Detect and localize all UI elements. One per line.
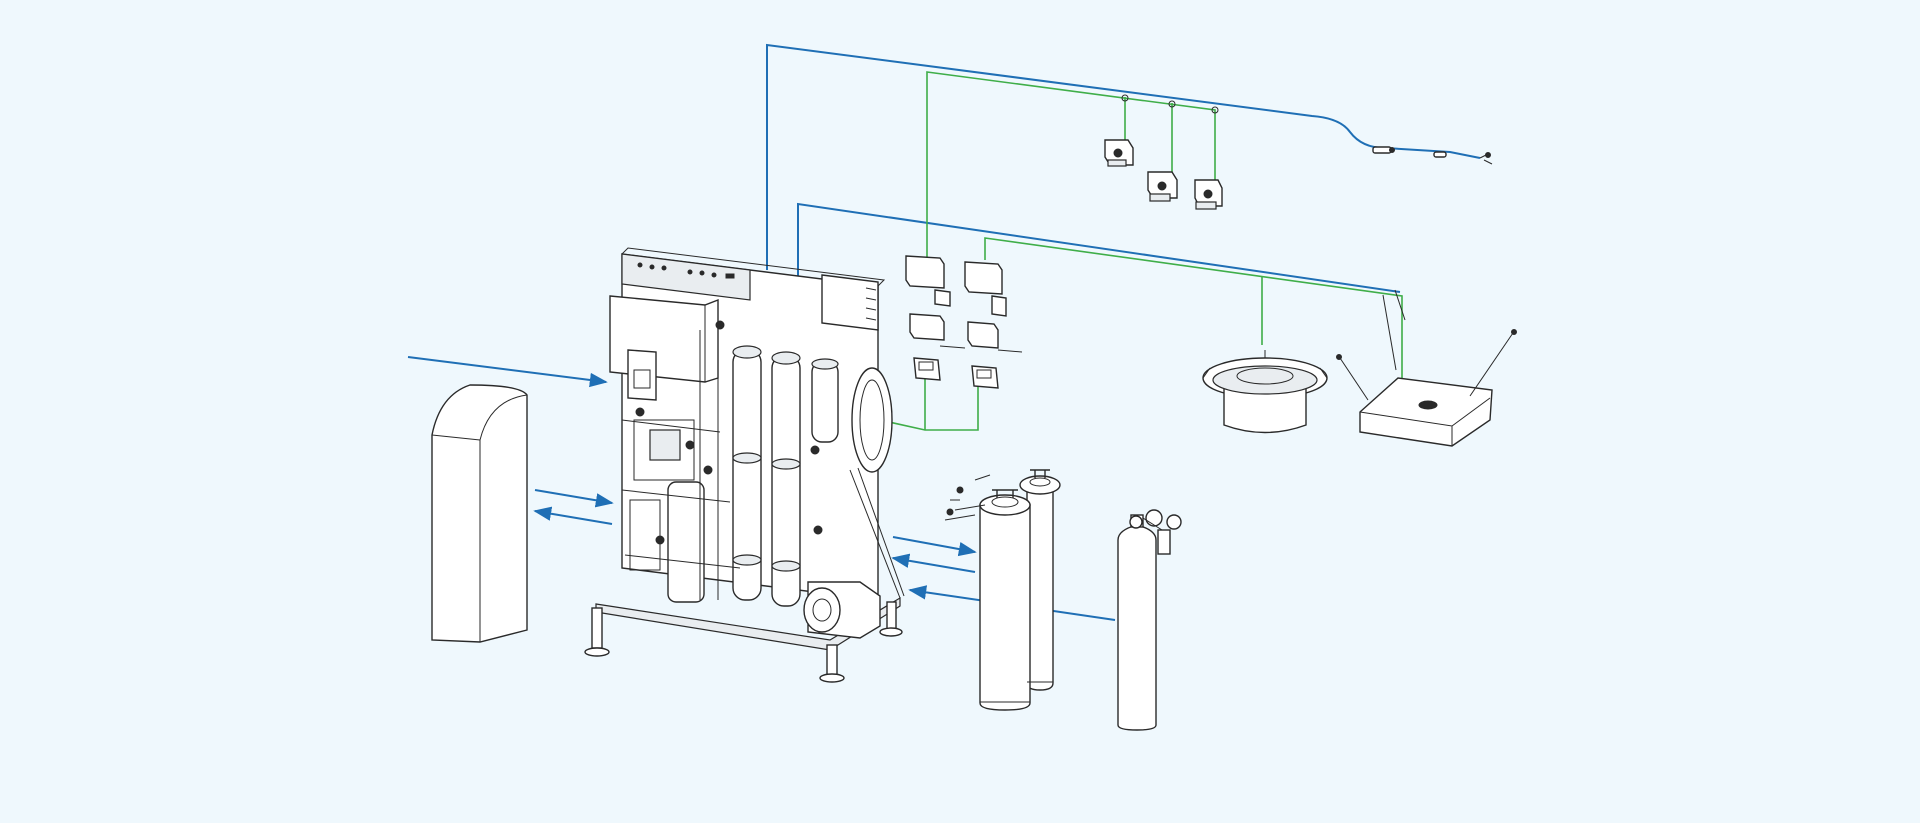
skid-piping <box>621 320 823 603</box>
controller-modules <box>905 255 1023 389</box>
flow-arrow-co2-out <box>892 536 977 557</box>
flow-arrow-co2-in <box>891 553 976 573</box>
square-ceiling-fixture <box>1336 289 1517 447</box>
signal-line-mid <box>984 237 1403 378</box>
dosing-pump-2 <box>1147 100 1178 202</box>
dosing-pump-3 <box>1194 106 1223 210</box>
controller-column-right <box>964 261 1023 389</box>
water-lines <box>766 43 1481 293</box>
gas-cylinder-with-regulator <box>1117 509 1182 731</box>
membrane-vessels <box>732 345 839 607</box>
flow-arrow-inlet <box>407 356 608 388</box>
flow-arrow-softener-out <box>534 489 614 508</box>
water-line-second <box>797 202 1401 293</box>
dosing-pumps <box>1104 94 1223 210</box>
treatment-skid <box>584 247 905 683</box>
softener-cabinet <box>431 384 528 643</box>
flow-arrow-softener-in <box>533 506 613 525</box>
co2-cylinders <box>944 469 1061 711</box>
spray-nozzle-assembly <box>1372 146 1493 165</box>
controller-column-left <box>905 255 966 381</box>
signal-line-top <box>926 71 1216 258</box>
skid-top-strip-details <box>637 262 735 279</box>
dosing-pump-1 <box>1104 94 1134 167</box>
signal-lines <box>879 71 1403 431</box>
signal-line-return <box>879 372 979 431</box>
round-wall-fixture <box>1202 350 1328 434</box>
